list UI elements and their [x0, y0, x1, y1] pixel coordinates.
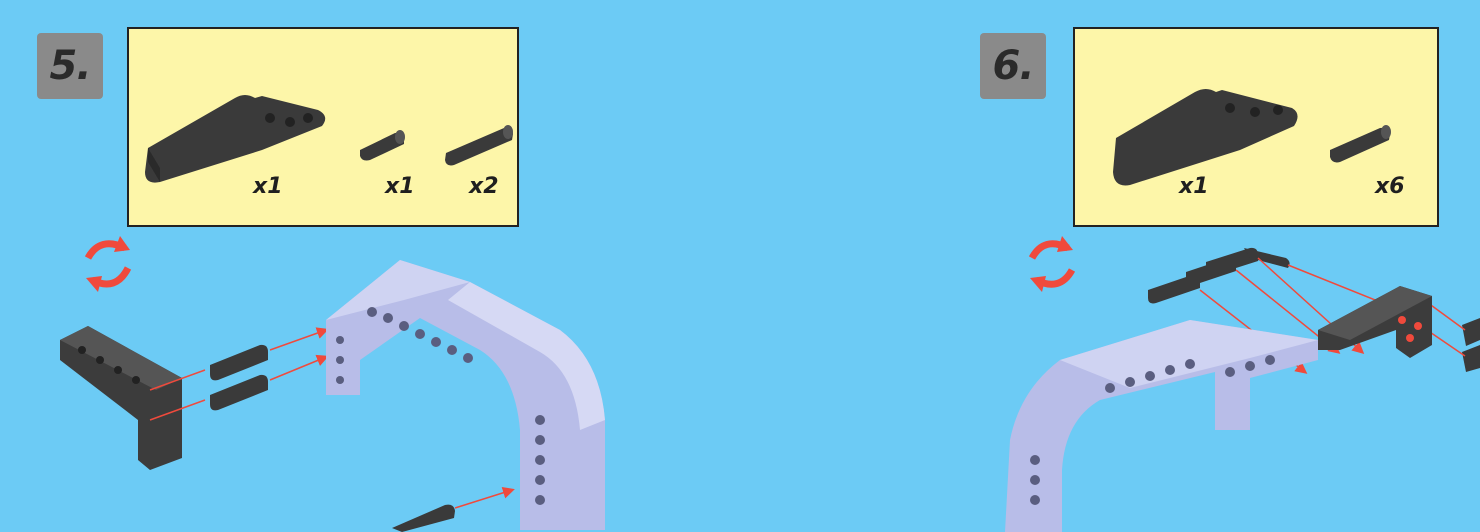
rotate-icon — [1030, 236, 1073, 292]
step-5-pin-part-b — [445, 125, 513, 165]
step-6-pin-part — [1330, 125, 1391, 162]
step-5-pin-part-a — [360, 130, 405, 161]
step-5-frame-assembly — [326, 260, 605, 530]
step-6-frame-assembly — [1005, 286, 1432, 532]
step-6-l-beam-part — [1113, 89, 1298, 185]
step-5-dark-l-beam — [60, 326, 182, 470]
rotate-icon — [86, 236, 130, 292]
step-5-l-beam-part — [145, 95, 325, 183]
